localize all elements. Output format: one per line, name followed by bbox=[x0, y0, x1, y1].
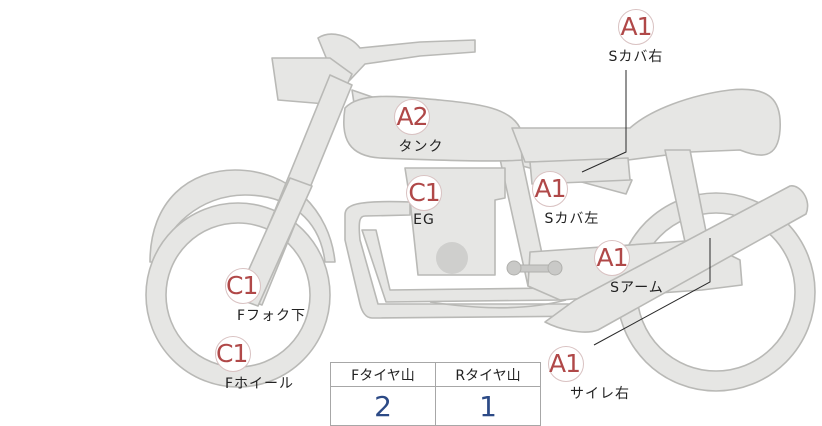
condition-badge: A1 bbox=[532, 171, 568, 207]
part-label: EG bbox=[413, 212, 435, 228]
condition-badge: C1 bbox=[406, 175, 442, 211]
condition-badge: A2 bbox=[394, 99, 430, 135]
condition-badge: A1 bbox=[548, 346, 584, 382]
muffler bbox=[544, 185, 809, 333]
condition-badge: C1 bbox=[215, 336, 251, 372]
marker-engine: C1 EG bbox=[392, 175, 456, 228]
rear-tire-value: 1 bbox=[435, 386, 541, 426]
chain bbox=[429, 299, 567, 309]
marker-swing-arm: A1 Sアーム bbox=[592, 240, 676, 297]
front-tire-header: Fタイヤ山 bbox=[330, 362, 436, 387]
part-label: Sカバ右 bbox=[608, 49, 664, 65]
part-label: サイレ右 bbox=[570, 386, 630, 402]
part-label: タンク bbox=[398, 139, 444, 155]
marker-s-cover-right: A1 Sカバ右 bbox=[596, 9, 676, 66]
condition-badge: C1 bbox=[225, 268, 261, 304]
marker-front-wheel: C1 Fホイール bbox=[215, 336, 315, 393]
part-label: Fホイール bbox=[225, 376, 295, 392]
seat bbox=[511, 88, 781, 163]
tire-tread-table: Fタイヤ山 Rタイヤ山 2 1 bbox=[330, 362, 541, 426]
front-tire-value: 2 bbox=[330, 386, 436, 426]
part-label: Sカバ左 bbox=[544, 211, 600, 227]
condition-badge: A1 bbox=[594, 240, 630, 276]
marker-tank: A2 タンク bbox=[372, 99, 452, 156]
marker-front-fork-lower: C1 Fフォク下 bbox=[225, 268, 325, 325]
footpeg bbox=[506, 260, 563, 276]
leader-lines bbox=[581, 70, 711, 346]
rear-tire-header: Rタイヤ山 bbox=[435, 362, 541, 387]
engine-cover bbox=[436, 242, 468, 274]
part-label: Fフォク下 bbox=[237, 308, 307, 324]
condition-badge: A1 bbox=[618, 9, 654, 45]
handlebar bbox=[317, 33, 476, 81]
tank bbox=[343, 95, 523, 162]
part-label: Sアーム bbox=[610, 280, 664, 296]
marker-s-cover-left: A1 Sカバ左 bbox=[532, 171, 602, 228]
marker-muffler-right: A1 サイレ右 bbox=[548, 346, 648, 403]
